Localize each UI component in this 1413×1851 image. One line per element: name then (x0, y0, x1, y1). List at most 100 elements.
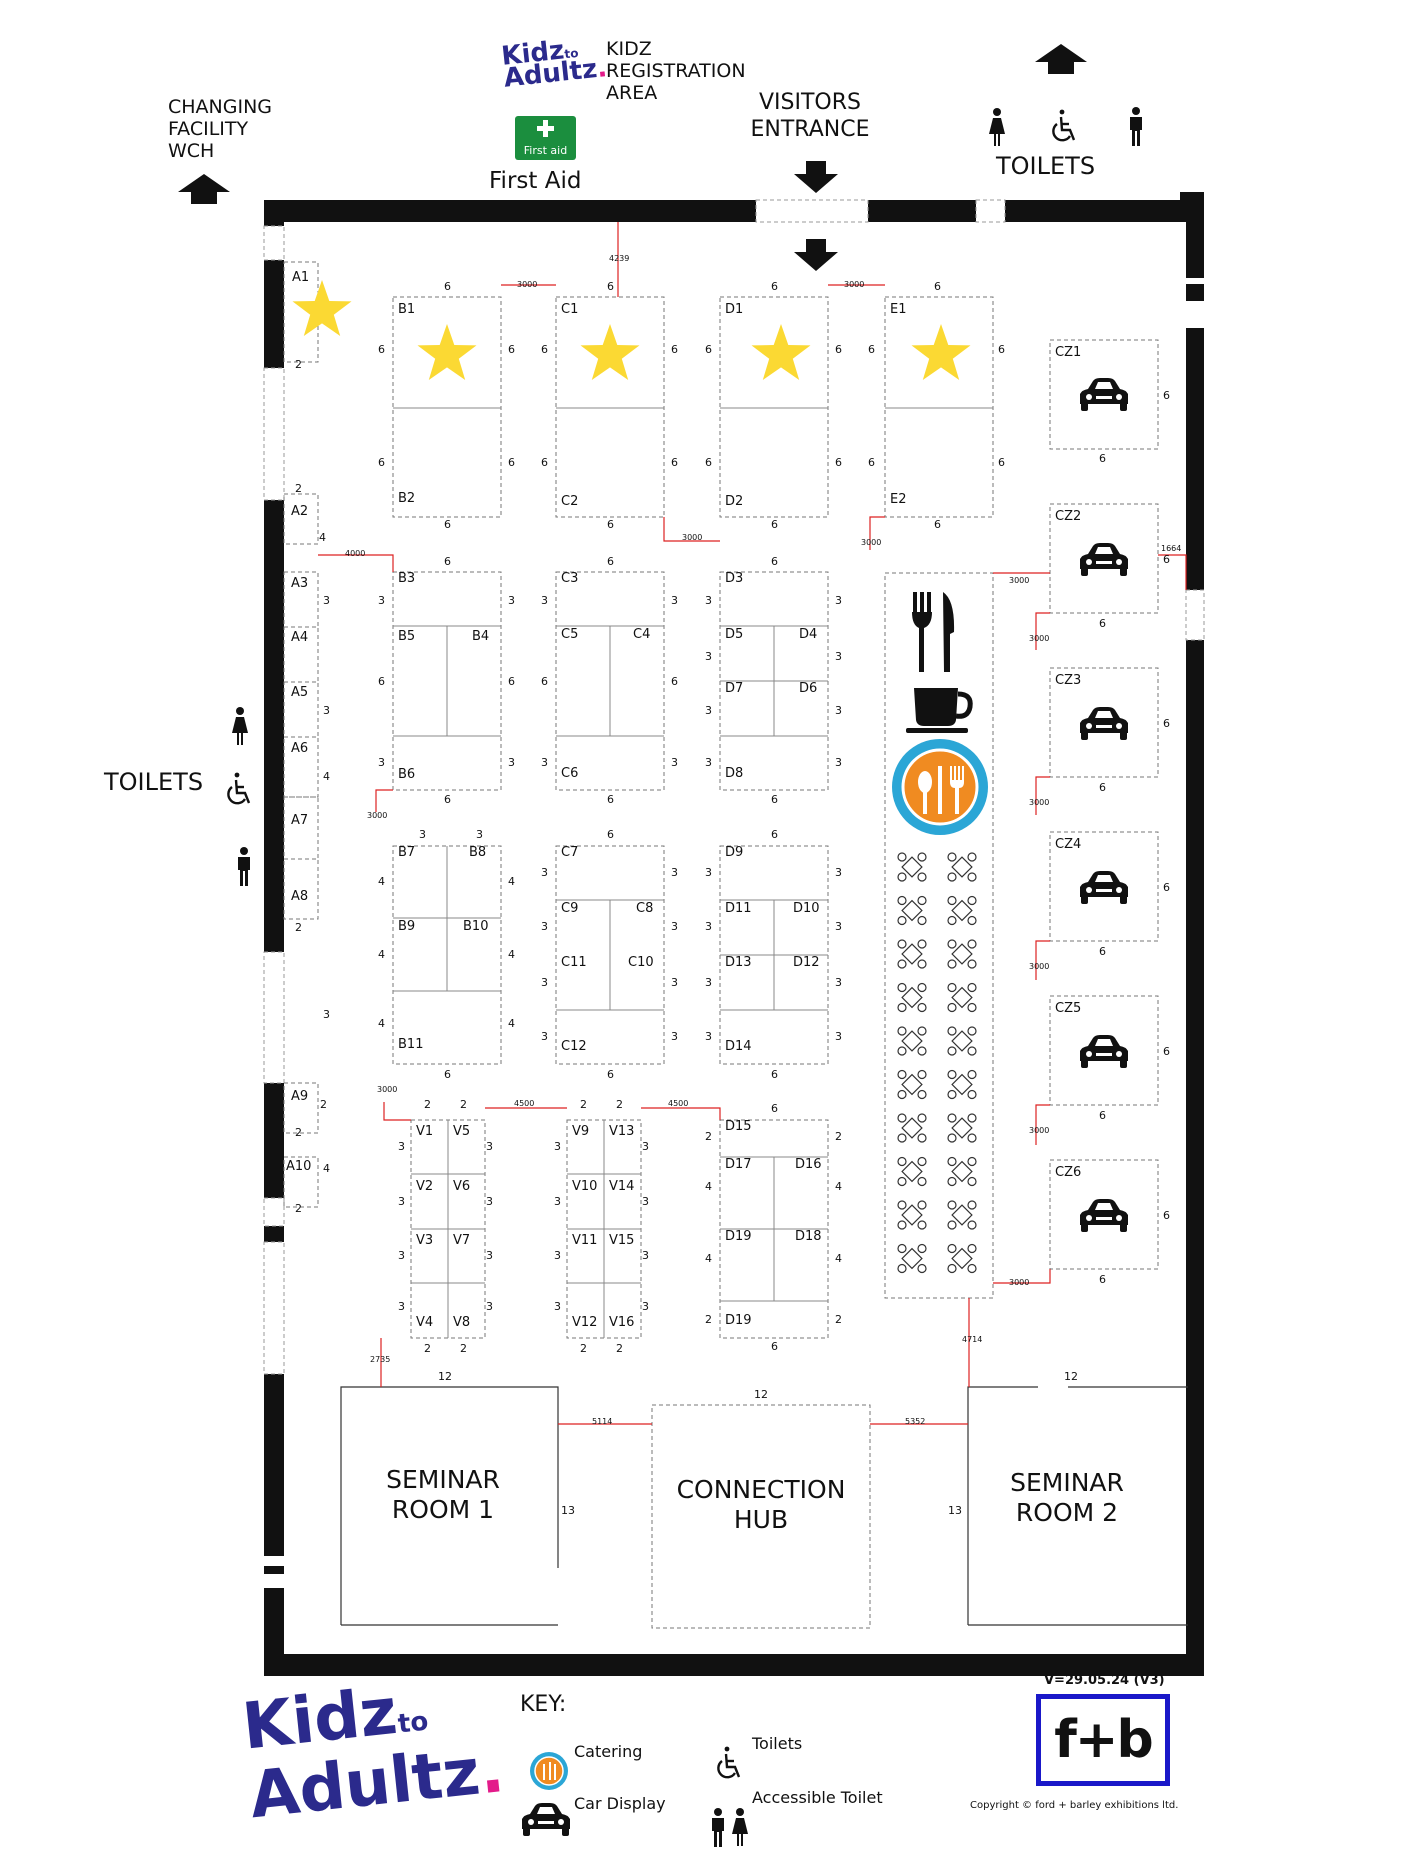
dimension-d3: 3 (541, 594, 548, 607)
dimension-d6: 6 (607, 555, 614, 568)
catering-icon (892, 739, 988, 835)
key-toilets-label: Toilets (752, 1734, 803, 1753)
car-icons (522, 378, 1128, 1836)
booth-label-b8: B8 (469, 845, 486, 860)
dimension-d6: 6 (771, 518, 778, 531)
booth-label-b9: B9 (398, 919, 415, 934)
first-aid-sign: First aid (515, 116, 576, 160)
booth-label-v9: V9 (572, 1124, 589, 1139)
dimension-d6: 6 (1099, 452, 1106, 465)
booth-label-d9: D9 (725, 845, 743, 860)
dimension-d3: 3 (378, 594, 385, 607)
table-icon (947, 1156, 977, 1187)
dimension-d3: 3 (486, 1300, 493, 1313)
dimension-d3: 3 (671, 756, 678, 769)
dimension-d4: 4 (508, 1017, 515, 1030)
dimension-markers (318, 222, 1187, 1425)
dimension-d6: 6 (835, 343, 842, 356)
cutlery-icon (912, 592, 955, 672)
booth-label-c9: C9 (561, 901, 578, 916)
gap-g4239: 4239 (609, 254, 629, 263)
dimension-d3: 3 (554, 1195, 561, 1208)
dimension-d2: 2 (616, 1098, 623, 1111)
copyright-label: Copyright © ford + barley exhibitions lt… (970, 1800, 1179, 1811)
booth-label-c11: C11 (561, 955, 587, 970)
booth-label-cz3: CZ3 (1055, 673, 1081, 688)
booth-label-c5: C5 (561, 627, 578, 642)
booth-label-v1: V1 (416, 1124, 433, 1139)
dimension-d6: 6 (705, 343, 712, 356)
dimension-d3: 3 (835, 704, 842, 717)
booth-label-c12: C12 (561, 1039, 587, 1054)
dimension-d6: 6 (835, 456, 842, 469)
dimension-d6: 6 (1099, 1273, 1106, 1286)
booth-label-b7: B7 (398, 845, 415, 860)
gap-g4500: 4500 (668, 1099, 688, 1108)
dimension-d4: 4 (508, 948, 515, 961)
dimension-d3: 3 (671, 1030, 678, 1043)
booth-label-a8: A8 (291, 889, 308, 904)
dimension-d2: 2 (295, 921, 302, 934)
dimension-d6: 6 (444, 555, 451, 568)
dimension-d3: 3 (705, 976, 712, 989)
dimension-d6: 6 (1099, 1109, 1106, 1122)
dimension-d6: 6 (444, 1068, 451, 1081)
dimension-d4: 4 (835, 1252, 842, 1265)
booth-label-b3: B3 (398, 571, 415, 586)
booth-label-b2: B2 (398, 491, 415, 506)
dimension-d3: 3 (398, 1195, 405, 1208)
dimension-d6: 6 (771, 828, 778, 841)
seating-tables (897, 852, 977, 1274)
dimension-d3: 3 (835, 976, 842, 989)
dimension-d3: 3 (705, 704, 712, 717)
dimension-d3: 3 (642, 1249, 649, 1262)
booth-label-e1: E1 (890, 302, 907, 317)
dimension-d2: 2 (320, 1098, 327, 1111)
dimension-d6: 6 (378, 343, 385, 356)
dimension-d6: 6 (771, 793, 778, 806)
gap-g3000: 3000 (1009, 1278, 1029, 1287)
dimension-d6: 6 (607, 518, 614, 531)
dimension-d6: 6 (705, 456, 712, 469)
gap-g3000: 3000 (861, 538, 881, 547)
booth-label-cz2: CZ2 (1055, 509, 1081, 524)
dimension-d3: 3 (486, 1140, 493, 1153)
booth-label-d3: D3 (725, 571, 743, 586)
dimension-d4: 4 (378, 875, 385, 888)
dimension-d6: 6 (378, 675, 385, 688)
booth-label-a10: A10 (286, 1159, 311, 1174)
key-catering-icon (530, 1752, 568, 1790)
dimension-d2: 2 (295, 358, 302, 371)
booth-label-v15: V15 (609, 1233, 634, 1248)
dimension-d4: 4 (508, 875, 515, 888)
dimension-d3: 3 (323, 594, 330, 607)
dimension-d6: 6 (1099, 945, 1106, 958)
booth-label-c6: C6 (561, 766, 578, 781)
dimension-d3: 3 (705, 756, 712, 769)
booth-label-d15: D15 (725, 1119, 752, 1134)
dimension-d3: 3 (541, 920, 548, 933)
booth-label-cz1: CZ1 (1055, 345, 1081, 360)
gap-g3000: 3000 (1009, 576, 1029, 585)
booth-label-v3: V3 (416, 1233, 433, 1248)
dimension-d3: 3 (541, 976, 548, 989)
dimension-d3: 3 (671, 594, 678, 607)
toilets-left-label: TOILETS (104, 768, 204, 796)
dimension-d6: 6 (1163, 553, 1170, 566)
booth-label-v6: V6 (453, 1179, 470, 1194)
table-icon (897, 895, 927, 926)
booth-label-d12: D12 (793, 955, 820, 970)
booth-label-d18: D18 (795, 1229, 822, 1244)
booth-label-b11: B11 (398, 1037, 423, 1052)
booth-label-a6: A6 (291, 741, 308, 756)
dimension-d3: 3 (541, 1030, 548, 1043)
dimension-d3: 3 (705, 920, 712, 933)
dimension-d2: 2 (424, 1098, 431, 1111)
dimension-d6: 6 (444, 518, 451, 531)
booth-label-cz5: CZ5 (1055, 1001, 1081, 1016)
booth-label-d2: D2 (725, 494, 743, 509)
booth-label-d5: D5 (725, 627, 743, 642)
booth-label-d4: D4 (799, 627, 817, 642)
